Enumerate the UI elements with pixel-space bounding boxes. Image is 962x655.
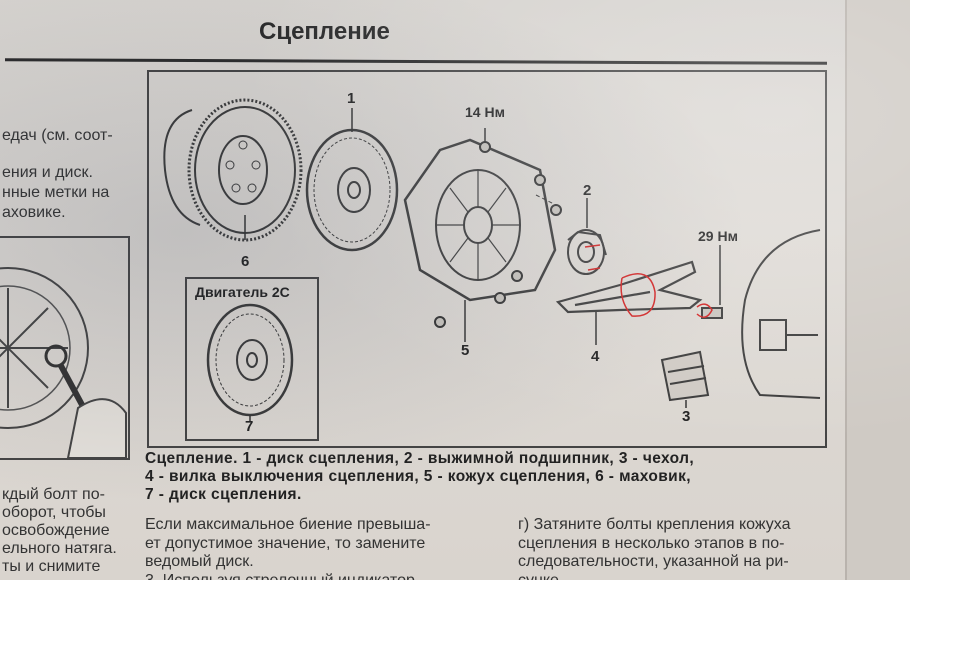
release-fork	[555, 260, 703, 314]
flywheel	[163, 98, 303, 242]
body-line: сунке.	[518, 571, 564, 581]
red-annotations	[584, 244, 713, 318]
clutch-disc	[305, 128, 399, 252]
left-text-line: оборот, чтобы	[2, 504, 106, 521]
page-title: Сцепление	[259, 18, 390, 45]
torque-label: 29 Нм	[698, 228, 738, 244]
part-number: 5	[461, 342, 470, 359]
left-text-line: ения и диск.	[2, 164, 93, 181]
clutch-exploded-diagram	[163, 98, 821, 422]
body-line: г) Затяните болты крепления кожуха	[518, 516, 791, 533]
right-column: г) Затяните болты крепления кожуха сцепл…	[518, 516, 790, 580]
part-number: 4	[591, 348, 600, 365]
part-number: 6	[241, 253, 250, 270]
engine-2c-title: Двигатель 2С	[195, 284, 290, 300]
transmission-housing	[741, 229, 821, 399]
left-text-line: освобождение	[2, 522, 110, 539]
caption-line: 4 - вилка выключения сцепления, 5 - кожу…	[145, 468, 691, 485]
caption-line: 7 - диск сцепления.	[145, 486, 302, 503]
middle-column: Если максимальное биение превыша- ет доп…	[145, 516, 431, 580]
wrench-illustration	[0, 267, 127, 458]
body-line: ет допустимое значение, то замените	[145, 534, 426, 552]
boot	[660, 350, 710, 402]
body-line: сцепления в несколько этапов в по-	[518, 534, 785, 552]
left-text-line: нные метки на	[2, 184, 110, 201]
left-text-line: ты и снимите	[2, 558, 101, 575]
body-line: 3. Используя стрелочный индикатор	[145, 571, 415, 581]
figure-caption: Сцепление. 1 - диск сцепления, 2 - выжим…	[145, 450, 830, 504]
left-text-line: едач (см. соот-	[2, 127, 113, 144]
pivot-bolt	[701, 307, 723, 319]
clutch-cover	[403, 138, 557, 302]
left-text-line: аховике.	[2, 204, 66, 221]
left-text-line: кдый болт по-	[2, 486, 105, 503]
bolts	[434, 141, 562, 328]
torque-label: 14 Нм	[465, 104, 505, 120]
body-line: ведомый диск.	[145, 553, 254, 570]
part-number: 2	[583, 182, 592, 199]
left-illustration-box	[0, 236, 130, 460]
page-edge	[845, 0, 910, 580]
part-number: 3	[682, 408, 691, 425]
body-line: следовательности, указанной на ри-	[518, 553, 789, 570]
left-text-line: ельного натяга.	[2, 540, 117, 557]
part-number: 7	[245, 418, 254, 435]
caption-line: Сцепление. 1 - диск сцепления, 2 - выжим…	[145, 450, 695, 467]
engine-2c-box	[185, 277, 319, 441]
body-line: Если максимальное биение превыша-	[145, 516, 431, 533]
release-bearing	[567, 229, 607, 275]
clutch-diagram-frame	[147, 70, 827, 448]
photo-of-manual-page: Сцепление едач (см. соот- ения и диск. н…	[0, 0, 910, 580]
part-number: 1	[347, 90, 356, 107]
